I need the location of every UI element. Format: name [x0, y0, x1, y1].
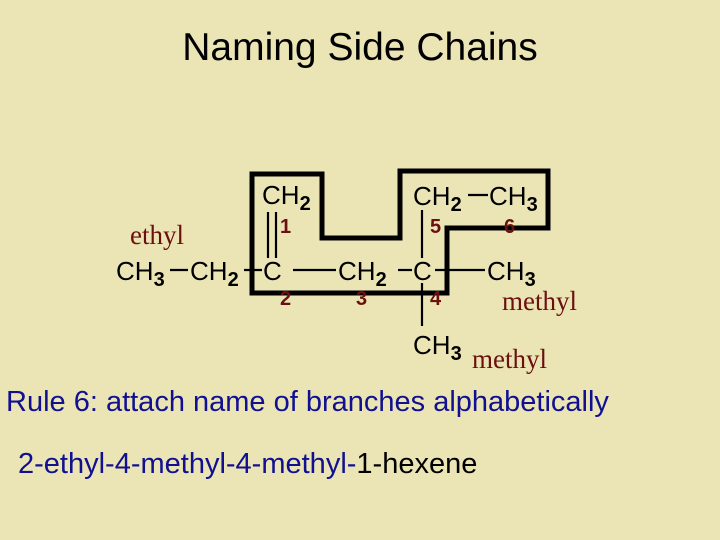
group-text: CH: [413, 181, 451, 211]
methyl-down-label: methyl: [472, 344, 547, 374]
chain-c5: CH2: [413, 181, 462, 215]
compound-name-prefix: 2-ethyl-4-methyl-4-methyl-: [18, 448, 357, 480]
subscript: 3: [153, 269, 165, 291]
position-5: 5: [430, 216, 442, 238]
ethyl-ch3: CH3: [116, 256, 165, 290]
subscript: 3: [450, 343, 462, 365]
methyl-down-ch3: CH3: [413, 330, 462, 364]
slide-title: Naming Side Chains: [182, 26, 538, 69]
ethyl-ch2: CH2: [190, 256, 239, 290]
group-text: CH: [116, 256, 154, 286]
chain-c2: C: [263, 258, 282, 284]
rule-text: Rule 6: attach name of branches alphabet…: [6, 386, 609, 418]
group-text: CH: [413, 330, 451, 360]
position-4: 4: [430, 288, 442, 310]
subscript: 2: [450, 194, 462, 216]
ethyl-label: ethyl: [130, 220, 184, 250]
parent-chain-outline: [249, 168, 551, 296]
group-text: CH: [338, 256, 376, 286]
subscript: 2: [299, 193, 311, 215]
compound-name-parent: 1-hexene: [356, 448, 478, 480]
compound-name: 2-ethyl-4-methyl-4-methyl-1-hexene: [18, 448, 477, 481]
group-text: C: [413, 256, 432, 286]
group-text: CH: [487, 256, 525, 286]
subscript: 3: [526, 194, 538, 216]
group-text: C: [263, 256, 282, 286]
group-text: CH: [190, 256, 228, 286]
position-3: 3: [356, 288, 368, 310]
position-6: 6: [504, 216, 516, 238]
chain-c4: C: [413, 258, 432, 284]
group-text: CH: [262, 180, 300, 210]
subscript: 2: [227, 269, 239, 291]
chain-c3: CH2: [338, 256, 387, 290]
chain-c1: CH2: [262, 180, 311, 214]
subscript: 2: [375, 269, 387, 291]
chain-c6: CH3: [489, 181, 538, 215]
position-1: 1: [280, 216, 292, 238]
methyl-right-ch3: CH3: [487, 256, 536, 290]
methyl-right-label: methyl: [502, 286, 577, 316]
subscript: 3: [524, 269, 536, 291]
group-text: CH: [489, 181, 527, 211]
position-2: 2: [280, 288, 292, 310]
